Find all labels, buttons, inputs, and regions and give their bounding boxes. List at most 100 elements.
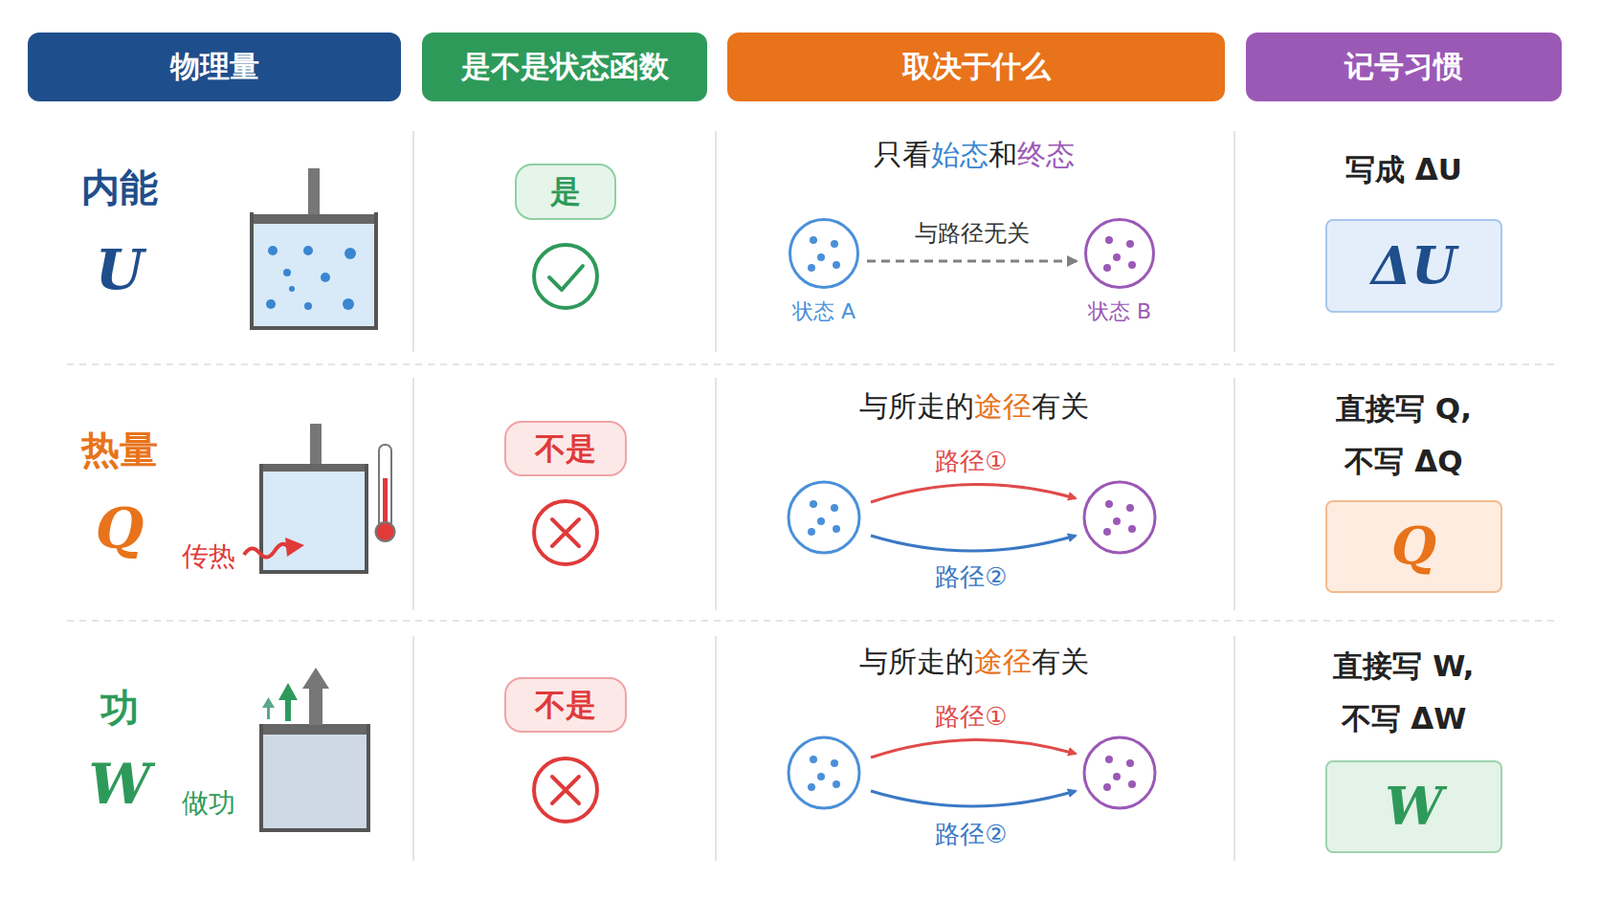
notation-box: Q [1325,500,1503,594]
node-label: 物理量 [170,49,260,85]
state-circle [1105,500,1113,509]
description-line: 与所走的途径有关 [859,645,1089,680]
molecule-dot [1112,253,1121,262]
text-label: 做功 [181,788,236,820]
text-label: 路径② [934,563,1007,593]
state-circle [809,500,818,509]
state-circle [807,783,816,792]
description-text: 途径 [974,390,1032,424]
cross-icon [552,777,579,804]
cylinder-heating [244,423,396,573]
text-label: 路径① [934,703,1007,733]
cylinder-gas [253,214,375,224]
text-label: 路径① [934,447,1007,477]
check-icon [549,266,583,290]
description-text: 有关 [1031,645,1089,680]
node-label: 是不是状态函数 [461,49,669,85]
cylinder-work [278,683,298,701]
cross-icon [552,519,579,547]
text-label: U [95,238,145,303]
grid-lines [66,131,1560,862]
state-circle [1112,773,1121,781]
check-icon [533,244,598,309]
notation-box: ΔU [1325,219,1503,313]
text-label: 不写 ΔW [1341,702,1467,737]
notation-symbol: Q [1391,516,1437,577]
state-circle [817,773,825,781]
state-circle [1084,482,1156,554]
state-circle [830,759,839,768]
grid-lines [66,363,1560,366]
molecule-dot [1128,261,1136,269]
molecule-dot [1105,236,1113,245]
cylinder-heating [261,464,367,573]
cylinder-gas [266,299,276,310]
state-circle [1126,504,1134,512]
text-label: 热量 [81,427,158,472]
cylinder-heating [263,464,365,472]
cross-icon [533,501,598,823]
cylinder-work [285,698,291,722]
state-circle [832,525,841,534]
column-header: 记号习惯 [1245,32,1562,102]
state-circle [830,504,839,512]
column-header: 物理量 [27,32,401,102]
state-circle [1128,525,1136,534]
cylinder-heating [382,478,388,529]
state-circle [832,780,841,789]
description-text: 途径 [974,645,1032,680]
molecule-dot [1103,264,1112,272]
state-circle [788,482,1156,809]
state-circle [1128,780,1136,789]
cylinder-work [261,724,369,831]
description-text: 有关 [1031,390,1089,424]
status-badge: 不是 [504,677,627,734]
text-label: 路径② [934,821,1007,850]
notation-symbol: W [1384,777,1444,837]
cylinder-heating [244,544,289,558]
state-circle [788,482,860,554]
text-label: 传热 [181,541,236,573]
molecule-dot [830,240,839,248]
description-text: 与所走的 [859,645,975,680]
text-label: 功 [100,686,139,731]
cylinder-heating [376,522,396,542]
connector-arrow [866,260,1077,264]
path-arrow [870,484,1076,503]
description-text: 终态 [1017,138,1075,173]
cylinder-gas [283,268,291,277]
state-circle [1112,517,1121,526]
grid-lines [412,377,415,611]
check-icon [533,244,598,309]
state-circle [1126,759,1134,768]
state-circle: 状态 B [1084,218,1156,289]
node-label: 不是 [534,431,597,467]
cylinder-gas [344,247,356,260]
state-circle [809,755,818,764]
cylinder-gas [253,222,375,327]
column-header: 是不是状态函数 [422,32,708,102]
grid-lines [714,131,717,353]
molecule-dot [832,261,841,269]
cylinder-work [263,724,367,735]
grid-lines [1233,636,1236,862]
status-badge: 不是 [504,421,627,477]
molecule-dots [1084,218,1156,289]
cylinder-heating [310,423,322,465]
state-circle [1103,783,1112,792]
text-label: 直接写 Q, [1335,392,1472,427]
cylinder-gas [308,168,320,215]
grid-lines [66,620,1560,623]
cylinder-gas [267,245,278,256]
text-label: 不写 ΔQ [1344,444,1463,480]
node-label: 不是 [534,688,597,724]
description-line: 与所走的途径有关 [859,390,1089,424]
molecule-dot [817,253,825,262]
cylinder-gas [303,245,313,256]
edge-label: 与路径无关 [911,221,1034,248]
cylinder-work [262,697,275,709]
cylinder-work [266,706,270,720]
node-label: 记号习惯 [1344,49,1464,85]
cylinder-gas [266,245,356,311]
state-circle [1105,755,1113,764]
